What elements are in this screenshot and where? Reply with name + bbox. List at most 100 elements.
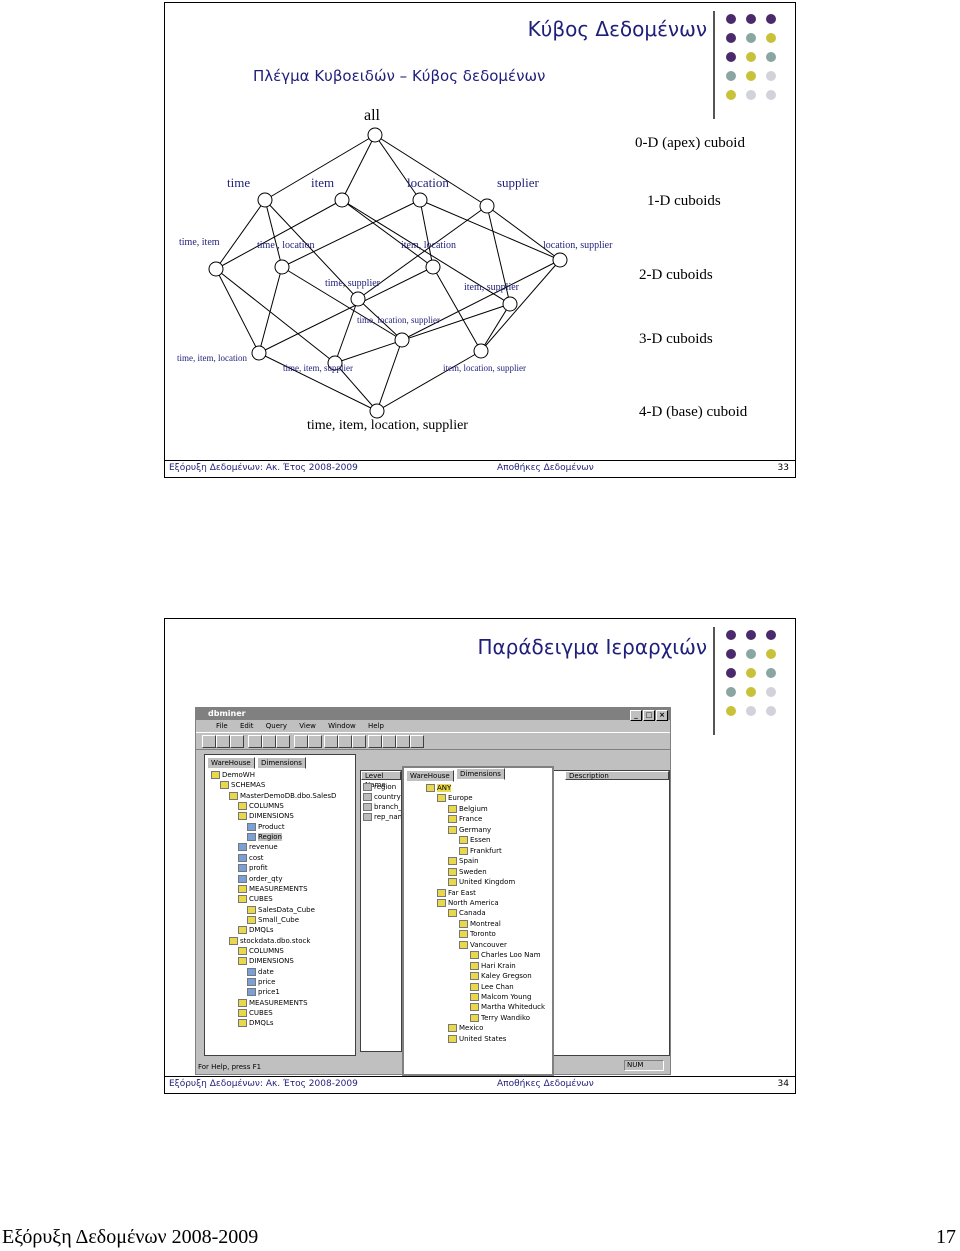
d3-label: time, item, location [177,353,247,363]
window-titlebar: dbminer _□× [196,708,670,721]
tree-item[interactable]: France [448,815,482,824]
list-item[interactable]: region [363,783,396,792]
tree-item[interactable]: Germany [448,825,491,835]
menu-help[interactable]: Help [367,722,384,730]
maximize-icon[interactable]: □ [643,710,655,721]
folder-icon [448,815,457,824]
cuboid-node [425,259,441,275]
lattice-edge [401,259,561,341]
tree-item[interactable]: DIMENSIONS [238,812,294,821]
tab-dimensions[interactable]: Dimensions [257,757,306,769]
menu-window[interactable]: Window [328,722,356,730]
tree-item[interactable]: Terry Wandiko [470,1013,530,1023]
tree-item[interactable]: revenue [238,843,278,852]
tree-item[interactable]: Sweden [448,867,487,877]
tree-item[interactable]: price1 [247,988,280,997]
level-label-1d: 1-D cuboids [647,193,721,209]
list-item[interactable]: rep_nam [363,813,401,822]
tree-item[interactable]: CUBES [238,1009,273,1018]
tree-item[interactable]: Montreal [459,919,501,929]
tree-item[interactable]: Small_Cube [247,915,299,925]
minimize-icon[interactable]: _ [630,710,642,721]
tree-item[interactable]: Toronto [459,930,496,939]
menu-edit[interactable]: Edit [239,722,254,730]
dot [746,630,756,640]
tree-item[interactable]: Far East [437,888,476,898]
tree-item[interactable]: Lee Chan [470,982,514,992]
menu-file[interactable]: File [216,722,228,730]
menu-query[interactable]: Query [265,722,288,730]
column-header-level-name[interactable]: Level Name [361,771,401,789]
folder-icon [448,857,457,866]
tree-item[interactable]: MEASUREMENTS [238,884,308,894]
toolbar-button[interactable] [308,735,322,748]
list-item[interactable]: branch_n [363,803,401,812]
tree-item[interactable]: COLUMNS [238,946,284,956]
tab-warehouse[interactable]: WareHouse [207,757,255,769]
tree-item[interactable]: price [247,978,275,987]
tree-item[interactable]: Mexico [448,1024,483,1033]
toolbar-button[interactable] [202,735,216,748]
tree-item[interactable]: Martha Whiteduck [470,1003,545,1012]
slide-34: Παράδειγμα Ιεραρχιών dbminer _□× File Ed… [164,618,796,1094]
tree-item[interactable]: Kaley Gregson [470,972,532,981]
tree-item[interactable]: United Kingdom [448,878,515,887]
tab-dimensions[interactable]: Dimensions [456,768,505,780]
tree-item[interactable]: cost [238,853,264,863]
dot [766,687,776,697]
tree-item[interactable]: Product [247,822,285,832]
dot [746,90,756,100]
toolbar-button[interactable] [248,735,262,748]
tree-item[interactable]: DMQLs [238,1019,274,1028]
tree-item[interactable]: DIMENSIONS [238,957,294,966]
toolbar-button[interactable] [368,735,382,748]
tree-item[interactable]: DemoWH [211,771,255,780]
tree-item[interactable]: CUBES [238,895,273,904]
menu-view[interactable]: View [299,722,316,730]
tree-item[interactable]: MasterDemoDB.dbo.SalesD [229,791,336,801]
toolbar-button[interactable] [230,735,244,748]
tree-item[interactable]: DMQLs [238,926,274,935]
tree-item[interactable]: date [247,967,274,977]
toolbar-button[interactable] [382,735,396,748]
tree-item[interactable]: Europe [437,794,473,803]
toolbar-button[interactable] [396,735,410,748]
tree-item[interactable]: stockdata.dbo.stock [229,936,310,946]
toolbar-button[interactable] [276,735,290,748]
tree-item[interactable]: Canada [448,909,486,918]
toolbar-button[interactable] [410,735,424,748]
tree-item[interactable]: Spain [448,857,479,866]
tree-item[interactable]: Belgium [448,804,488,814]
toolbar-button[interactable] [216,735,230,748]
tree-item[interactable]: order_qty [238,874,283,884]
tree-item[interactable]: Vancouver [459,940,507,950]
toolbar-button[interactable] [262,735,276,748]
tree-item[interactable]: SCHEMAS [220,781,265,790]
tree-item[interactable]: profit [238,864,268,873]
tree-item[interactable]: SalesData_Cube [247,905,315,915]
tree-item[interactable]: Frankfurt [459,846,502,856]
tree-item-label: DemoWH [222,771,255,779]
list-item[interactable]: country [363,793,401,802]
tree-item[interactable]: Malcom Young [470,993,531,1002]
tree-item[interactable]: Essen [459,836,490,845]
tree-item[interactable]: MEASUREMENTS [238,998,308,1008]
toolbar-button[interactable] [338,735,352,748]
cuboid-node [208,261,224,277]
folder-icon [229,936,238,945]
toolbar-button[interactable] [324,735,338,748]
column-header-description[interactable]: Description [565,771,669,780]
tab-warehouse[interactable]: WareHouse [406,770,454,782]
tree-item[interactable]: North America [437,898,499,908]
tree-item[interactable]: Region [247,833,282,842]
tree-item[interactable]: Charles Loo Nam [470,951,541,960]
toolbar-button[interactable] [352,735,366,748]
tree-item[interactable]: Hari Krain [470,961,516,971]
toolbar-button[interactable] [294,735,308,748]
lattice-edge [341,199,434,268]
tree-item[interactable]: COLUMNS [238,802,284,811]
close-icon[interactable]: × [656,710,668,721]
tree-item[interactable]: United States [448,1034,506,1044]
tree-item[interactable]: ANY [426,784,452,793]
tree-item-label: DIMENSIONS [249,812,294,821]
